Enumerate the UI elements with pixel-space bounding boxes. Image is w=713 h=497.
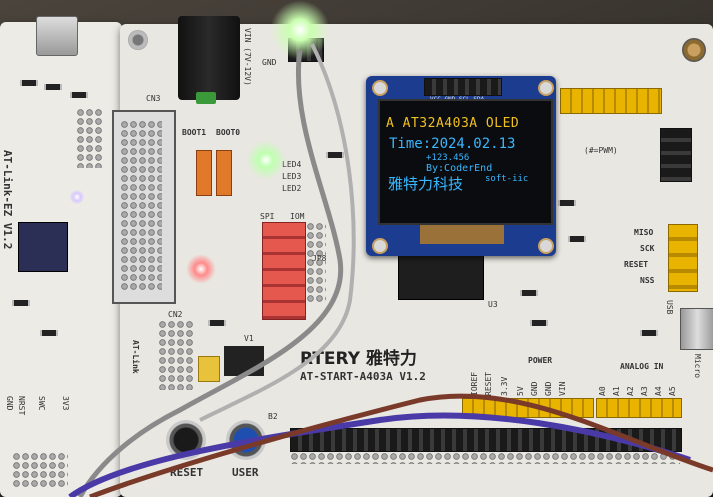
oled-pin-header	[424, 78, 502, 96]
cn2-label: CN2	[168, 310, 183, 319]
analog-header	[596, 398, 682, 418]
user-label: USER	[232, 466, 259, 479]
mounting-screw	[682, 38, 706, 62]
spi-pin-sck: SCK	[640, 244, 655, 253]
oled-chinese-line: 雅特力科技	[388, 175, 464, 193]
mounting-hole-left	[128, 30, 148, 50]
oled-number-line: +123.456	[426, 153, 470, 163]
led4-label: LED4	[282, 160, 302, 169]
boot-jumper-1	[196, 150, 212, 196]
spi-pin-miso: MISO	[634, 228, 654, 237]
digital-header-top	[560, 88, 662, 114]
oled-author-line: By:CoderEnd	[426, 163, 493, 174]
at-link-smd-2	[44, 84, 62, 90]
at-link-io-header	[12, 452, 68, 488]
oled-mount-hole-tl	[372, 80, 388, 96]
at-link-swd-header	[76, 108, 104, 168]
dc-jack-green-pin	[196, 92, 216, 104]
spi-header	[668, 224, 698, 292]
led-red-glow	[186, 254, 216, 284]
smd-r5	[530, 320, 548, 326]
cn2-pins	[158, 320, 194, 390]
wire-grey-2	[199, 43, 356, 422]
oled-screen	[378, 99, 553, 225]
spi-pin-reset: RESET	[624, 260, 649, 269]
at-link-smd-3	[70, 92, 88, 98]
usb-c-connector	[36, 16, 78, 56]
wire-grey	[77, 49, 344, 497]
smd-r8	[568, 236, 586, 242]
wire-brown	[89, 393, 713, 497]
power-label: POWER	[528, 356, 553, 365]
cn3-pins	[120, 120, 162, 292]
spi-label: SPI	[260, 212, 275, 221]
boot1-label: BOOT1	[182, 128, 207, 137]
micro-usb-connector	[680, 308, 713, 350]
bottom-pin-row	[290, 452, 680, 464]
oled-mount-hole-br	[538, 238, 554, 254]
b2-label: B2	[268, 412, 278, 421]
oled-mode-line: soft-iic	[485, 174, 529, 184]
right-black-header	[660, 128, 692, 182]
v1-label: V1	[244, 334, 254, 343]
led2-label: LED2	[282, 184, 302, 193]
cn3-label: CN3	[146, 94, 161, 103]
pwm-label: (#=PWM)	[584, 146, 618, 155]
iom-label: IOM	[290, 212, 305, 221]
wire-purple	[68, 412, 691, 497]
smd-r3	[558, 200, 576, 206]
led-green-glow	[246, 140, 286, 180]
at-link-smd-4	[12, 300, 30, 306]
at-link-status-led	[70, 190, 84, 204]
oled-mount-hole-tr	[538, 80, 554, 96]
boot-jumper-0	[216, 150, 232, 196]
crystal-yellow	[198, 356, 220, 382]
smd-r1	[326, 152, 344, 158]
led3-label: LED3	[282, 172, 302, 181]
jp8-pins	[306, 222, 326, 302]
at-link-smd-1	[20, 80, 38, 86]
at-link-smd-5	[40, 330, 58, 336]
dc-barrel-jack	[178, 16, 240, 100]
u3-label: U3	[488, 300, 498, 309]
spi-pin-nss: NSS	[640, 276, 655, 285]
regulator-v1	[224, 346, 264, 376]
model-label: AT-START-A403A V1.2	[300, 370, 426, 383]
spi-switch-block	[262, 222, 306, 320]
oled-time-line: Time:2024.02.13	[389, 136, 516, 152]
oled-flex-cable	[420, 222, 504, 244]
smd-r6	[640, 330, 658, 336]
analog-in-label: ANALOG IN	[620, 362, 664, 371]
oled-mount-hole-bl	[372, 238, 388, 254]
gnd-label: GND	[262, 58, 277, 67]
brand-label: RTERY 雅特力	[300, 349, 417, 369]
smd-r7	[208, 320, 226, 326]
boot0-label: BOOT0	[216, 128, 241, 137]
oled-title-line: A AT32A403A OLED	[386, 116, 520, 131]
jp8-label: JP8	[312, 254, 327, 263]
smd-r4	[520, 290, 538, 296]
